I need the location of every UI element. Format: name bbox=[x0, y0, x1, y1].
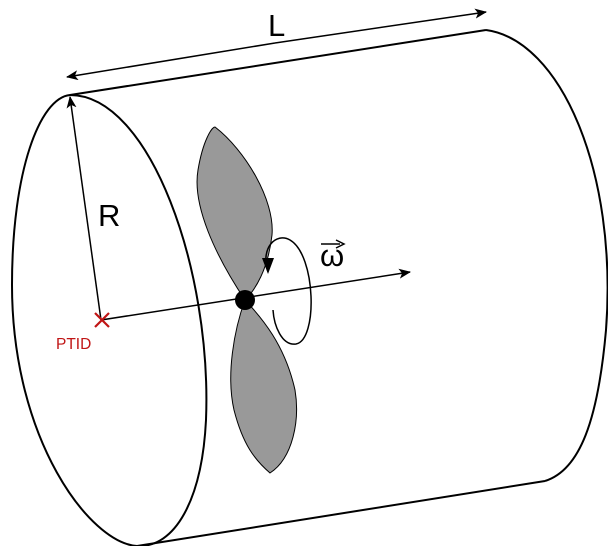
curved-arrow-icon bbox=[265, 237, 312, 345]
cylinder-bottom-edge bbox=[136, 480, 546, 546]
length-dimension-arrow-left bbox=[66, 42, 276, 81]
propeller bbox=[196, 126, 298, 474]
radius-arrow bbox=[66, 96, 102, 321]
cross-icon bbox=[94, 312, 110, 328]
omega-label: ω bbox=[320, 238, 345, 273]
omega-vector-arrowhead bbox=[335, 239, 346, 249]
length-label: L bbox=[268, 8, 286, 43]
propeller-lower-blade bbox=[230, 299, 298, 474]
cylinder-near-end bbox=[10, 93, 208, 546]
cylinder-top-edge bbox=[69, 29, 487, 96]
length-dimension-arrow bbox=[274, 8, 487, 44]
propeller-hub bbox=[235, 290, 255, 310]
radius-label: R bbox=[98, 198, 121, 233]
rotation-arrowhead bbox=[262, 258, 274, 274]
cylinder-far-end bbox=[485, 29, 608, 482]
propeller-upper-blade bbox=[196, 126, 273, 301]
rotation-axis-arrow bbox=[100, 268, 411, 321]
ptid-label: PTID bbox=[56, 336, 92, 353]
